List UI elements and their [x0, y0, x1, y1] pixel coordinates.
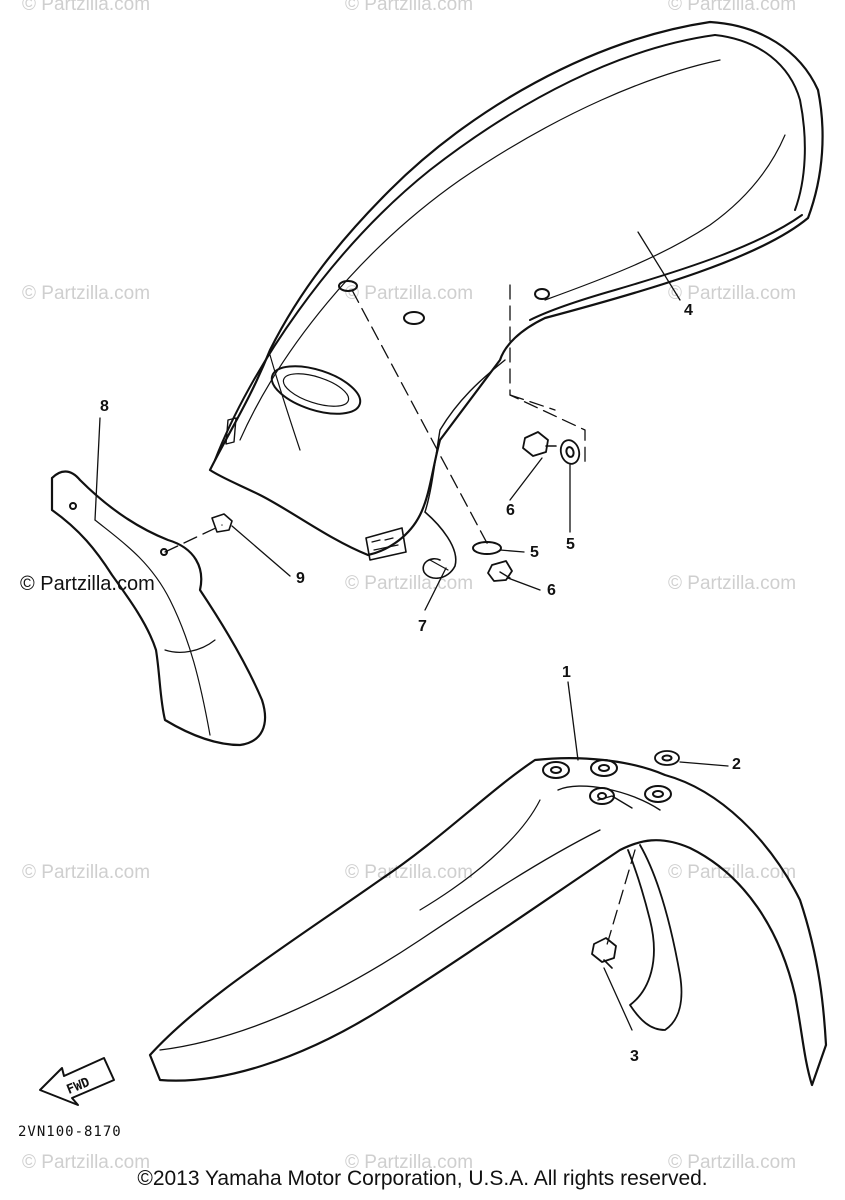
watermark: © Partzilla.com — [345, 862, 474, 883]
rear-fender — [208, 20, 824, 579]
watermark: © Partzilla.com — [668, 573, 797, 594]
watermark: © Partzilla.com — [668, 862, 797, 883]
rear-flap — [50, 470, 267, 747]
watermark: © Partzilla.com — [22, 0, 151, 15]
watermark: © Partzilla.com — [668, 283, 797, 304]
callout-bolt-front: 3 — [630, 1048, 639, 1065]
watermark: © Partzilla.com — [22, 862, 151, 883]
callout-flap: 8 — [100, 398, 109, 415]
copyright-notice: ©2013 Yamaha Motor Corporation, U.S.A. A… — [137, 1167, 708, 1190]
callout-bolt-lower: 6 — [547, 582, 556, 599]
watermark: © Partzilla.com — [345, 0, 474, 15]
leader-lines — [94, 231, 729, 1031]
front-fender-hardware — [591, 750, 680, 969]
watermark: © Partzilla.com — [345, 1152, 474, 1173]
callout-grommet: 2 — [732, 756, 741, 773]
watermark: © Partzilla.com — [668, 1152, 797, 1173]
callout-bolt-right: 6 — [506, 502, 515, 519]
callout-band: 7 — [418, 618, 427, 635]
watermark: © Partzilla.com — [345, 283, 474, 304]
callout-front-fender: 1 — [562, 664, 571, 681]
front-fender — [148, 757, 828, 1087]
callout-bolt-flap: 9 — [296, 570, 305, 587]
callout-rear-fender: 4 — [684, 302, 693, 319]
watermark: © Partzilla.com — [22, 283, 151, 304]
rear-fender-hardware — [211, 431, 581, 582]
diagram-code: 2VN100-8170 — [18, 1124, 122, 1140]
callout-washer-right: 5 — [566, 536, 575, 553]
forward-arrow — [39, 1057, 115, 1106]
alignment-lines — [164, 284, 636, 949]
callout-washer-lower: 5 — [530, 544, 539, 561]
watermark: © Partzilla.com — [668, 0, 797, 15]
watermark: © Partzilla.com — [22, 1152, 151, 1173]
